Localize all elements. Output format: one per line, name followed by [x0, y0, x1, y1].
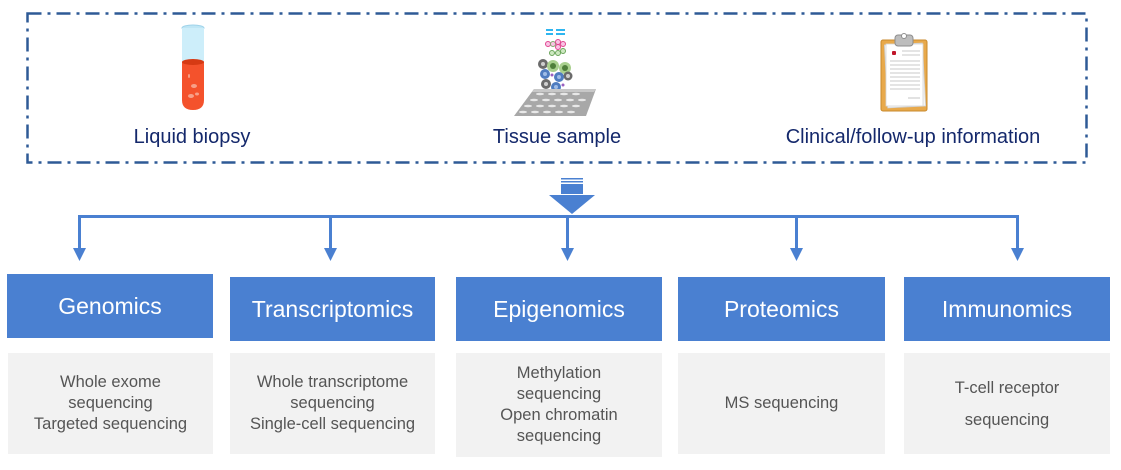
source-label: Liquid biopsy — [133, 126, 251, 148]
method-line: MS sequencing — [724, 394, 839, 412]
category-epigenomics: Epigenomics — [456, 277, 662, 341]
branch-arrow-genomics — [73, 215, 86, 261]
method-line: sequencing — [290, 394, 375, 412]
category-genomics: Genomics — [7, 274, 213, 338]
main-down-arrow — [549, 178, 595, 214]
test-tube-icon — [181, 24, 205, 110]
category-label: Immunomics — [941, 295, 1073, 322]
method-line: Open chromatin — [500, 406, 618, 424]
branch-arrow-epigenomics — [561, 215, 574, 261]
methods-genomics: Whole exome sequencing Targeted sequenci… — [8, 353, 213, 454]
clipboard-icon — [880, 33, 928, 112]
source-label: Tissue sample — [492, 126, 622, 148]
category-proteomics: Proteomics — [678, 277, 885, 341]
category-label: Proteomics — [723, 295, 840, 322]
dash-dot-border — [26, 12, 1088, 164]
method-line: Single-cell sequencing — [249, 415, 416, 433]
category-label: Transcriptomics — [251, 295, 414, 322]
method-line: Whole transcriptome — [256, 373, 409, 391]
method-line: sequencing — [68, 394, 153, 412]
method-line: sequencing — [516, 385, 602, 403]
method-line: Targeted sequencing — [33, 415, 188, 433]
branch-arrow-proteomics — [790, 215, 803, 261]
branch-arrow-immunomics — [1011, 215, 1024, 261]
category-label: Epigenomics — [493, 295, 625, 322]
methods-transcriptomics: Whole transcriptome sequencing Single-ce… — [230, 353, 435, 454]
methods-immunomics: T-cell receptor sequencing — [904, 353, 1110, 454]
horizontal-branch-line — [78, 215, 1019, 218]
method-line: Methylation — [516, 364, 602, 382]
category-label: Genomics — [58, 292, 162, 319]
branch-arrow-transcriptomics — [324, 215, 337, 261]
method-line: sequencing — [964, 410, 1050, 429]
tissue-cells-plate-icon — [514, 29, 596, 116]
method-line: sequencing — [516, 427, 602, 445]
category-transcriptomics: Transcriptomics — [230, 277, 435, 341]
data-sources-box — [26, 12, 1088, 164]
category-immunomics: Immunomics — [904, 277, 1110, 341]
source-label: Clinical/follow-up information — [785, 126, 1041, 148]
methods-proteomics: MS sequencing — [678, 353, 885, 454]
method-line: T-cell receptor — [954, 378, 1060, 397]
methods-epigenomics: Methylation sequencing Open chromatin se… — [456, 353, 662, 457]
method-line: Whole exome — [60, 373, 161, 391]
